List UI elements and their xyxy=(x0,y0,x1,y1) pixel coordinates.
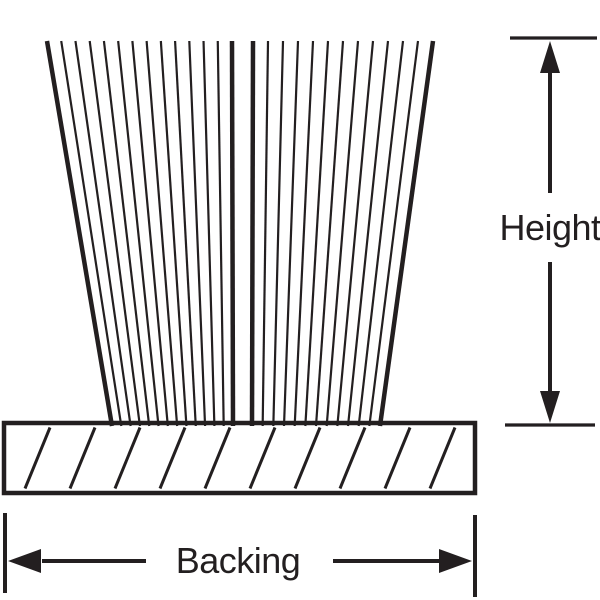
hatch-line xyxy=(338,426,367,490)
hatch-line xyxy=(383,426,412,490)
bristle-line xyxy=(325,40,360,427)
backing-bar xyxy=(1,420,478,496)
bristle-line xyxy=(145,40,179,427)
bristle-line xyxy=(314,40,345,427)
bristle-line xyxy=(44,40,115,427)
bristle-line xyxy=(202,40,216,427)
bristle-line xyxy=(272,40,285,427)
bristle-line xyxy=(131,40,169,427)
hatch-line xyxy=(23,426,52,490)
height-label: Height xyxy=(499,207,600,248)
bristle-line xyxy=(117,40,160,427)
hatch-line xyxy=(158,426,187,490)
left-arrowhead-icon xyxy=(8,549,41,573)
right-arrowhead-icon xyxy=(439,549,472,573)
height-dimension: Height xyxy=(499,36,600,427)
up-arrowhead-icon xyxy=(540,41,560,73)
hatch-line xyxy=(293,426,322,490)
bristle-line xyxy=(173,40,197,427)
bristle-line xyxy=(261,40,270,427)
bristle-line xyxy=(293,40,315,427)
bristle-line xyxy=(282,40,300,427)
bristle-line xyxy=(377,40,436,427)
bristle-line xyxy=(336,40,375,427)
bristle-line xyxy=(188,40,207,427)
hatch-line xyxy=(68,426,97,490)
bristle-line xyxy=(74,40,132,427)
bristle-line xyxy=(368,40,420,427)
backing-dimension: Backing xyxy=(3,513,477,597)
bristle-line xyxy=(304,40,330,427)
bristle-line xyxy=(88,40,142,427)
bristle-line xyxy=(159,40,188,427)
bristle-fan xyxy=(44,40,436,427)
bristle-line xyxy=(216,40,225,427)
backing-outline xyxy=(1,420,478,496)
hatch-line xyxy=(203,426,232,490)
hatch-line xyxy=(428,426,457,490)
bristle-line xyxy=(249,40,256,427)
hatch-line xyxy=(248,426,277,490)
hatch-line xyxy=(113,426,142,490)
bristle-line xyxy=(102,40,151,427)
bristle-line xyxy=(229,40,236,427)
bristle-line xyxy=(60,40,123,427)
bristle-line xyxy=(346,40,390,427)
bristle-line xyxy=(357,40,405,427)
down-arrowhead-icon xyxy=(540,391,560,423)
backing-label: Backing xyxy=(176,540,301,581)
